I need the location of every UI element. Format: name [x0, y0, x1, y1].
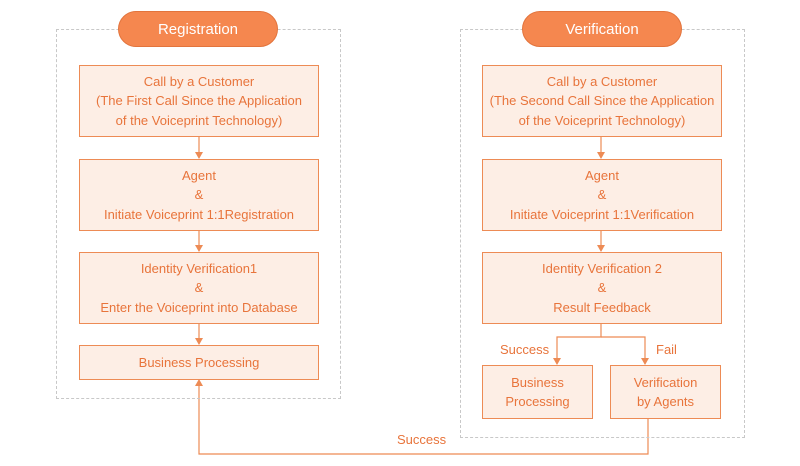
ver-success-business: Business Processing — [482, 365, 593, 419]
verification-title: Verification — [522, 11, 682, 47]
reg-step-business: Business Processing — [79, 345, 319, 380]
ver-step-identity: Identity Verification 2 & Result Feedbac… — [482, 252, 722, 324]
reg-step-call: Call by a Customer (The First Call Since… — [79, 65, 319, 137]
registration-title: Registration — [118, 11, 278, 47]
ver-fail-agents: Verification by Agents — [610, 365, 721, 419]
return-success-label: Success — [397, 432, 447, 447]
branch-success-label: Success — [500, 342, 550, 357]
return-line — [195, 379, 649, 455]
reg-step-identity: Identity Verification1 & Enter the Voice… — [79, 252, 319, 324]
branch-line-fail — [601, 336, 649, 365]
branch-fail-label: Fail — [656, 342, 677, 357]
ver-step-call: Call by a Customer (The Second Call Sinc… — [482, 65, 722, 137]
ver-step-agent: Agent & Initiate Voiceprint 1:1Verificat… — [482, 159, 722, 231]
branch-line — [553, 324, 602, 365]
reg-step-agent: Agent & Initiate Voiceprint 1:1Registrat… — [79, 159, 319, 231]
